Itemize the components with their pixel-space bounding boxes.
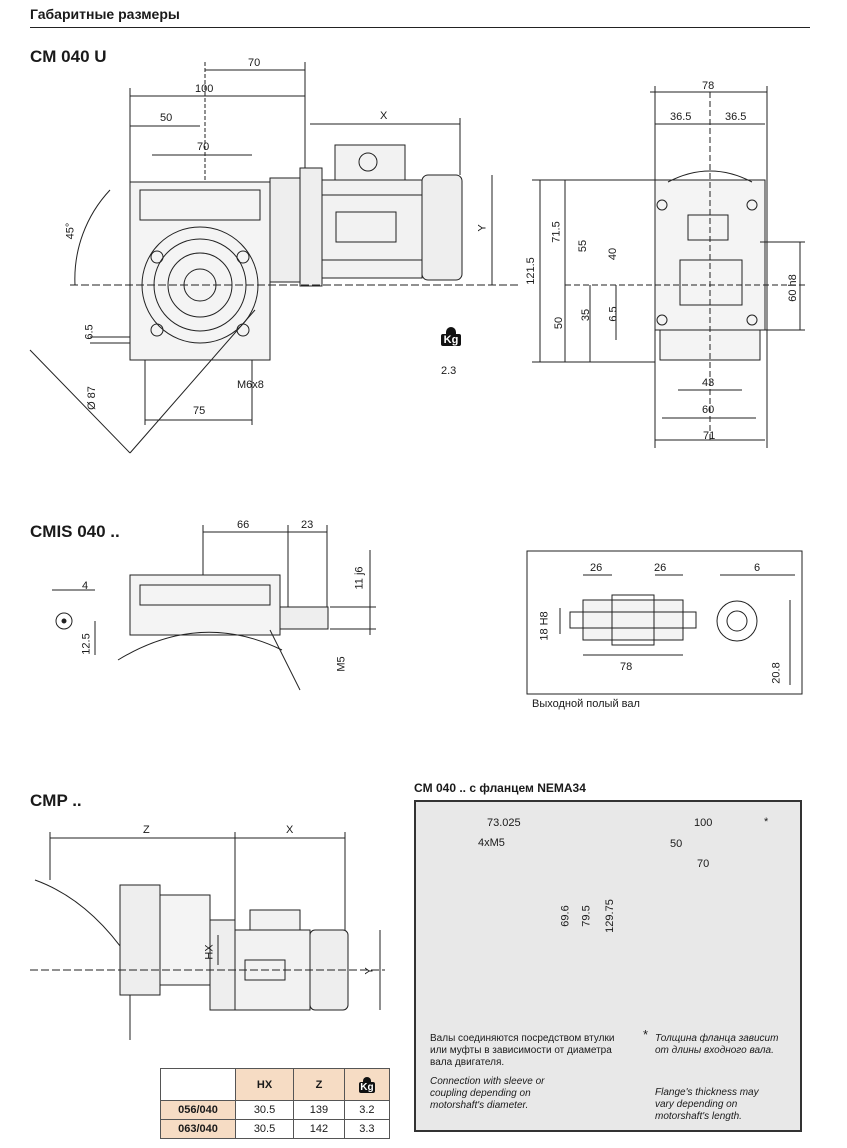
cell-kg: 3.3 xyxy=(343,1119,391,1139)
side-dim-35: 35 xyxy=(580,308,593,322)
note-ru-left: Валы соединяются посредством втулки или … xyxy=(430,1033,615,1068)
shaft-dim-6: 6 xyxy=(754,562,761,574)
side-dim-6-5: 6.5 xyxy=(607,306,620,322)
shaft-dim-18h8: 18 H8 xyxy=(538,611,551,641)
side-dim-60: 60 xyxy=(702,404,715,416)
cmp-dim-hx: HX xyxy=(203,944,216,960)
nema-dim-70: 70 xyxy=(697,858,710,870)
cell-z: 139 xyxy=(293,1100,345,1120)
dim-70-top: 70 xyxy=(248,57,261,69)
cmp-dim-x: X xyxy=(286,824,294,836)
cell-hx: 30.5 xyxy=(234,1119,295,1139)
cmp-dim-z: Z xyxy=(143,824,150,836)
cmis-dim-4: 4 xyxy=(82,580,89,592)
note-en-right: Flange's thickness may vary depending on… xyxy=(655,1087,759,1122)
note-en-left: Connection with sleeve or coupling depen… xyxy=(430,1076,545,1111)
dim-x: X xyxy=(380,110,388,122)
cmis-dim-12-5: 12.5 xyxy=(80,633,93,655)
section-title-cm040u: CM 040 U xyxy=(30,47,107,66)
cell-z: 142 xyxy=(293,1119,345,1139)
table-row: 056/040 30.5 139 3.2 xyxy=(160,1100,391,1120)
cmis-dim-23: 23 xyxy=(301,519,314,531)
dim-y: Y xyxy=(476,224,489,232)
row-label: 056/040 xyxy=(160,1100,236,1120)
nema-dim-79-5: 79.5 xyxy=(580,905,593,927)
side-dim-121-5: 121.5 xyxy=(524,257,537,285)
table-header-kg: Kg xyxy=(343,1068,391,1101)
shaft-dim-26-left: 26 xyxy=(590,562,603,574)
side-dim-40: 40 xyxy=(607,247,620,261)
note-star: * xyxy=(643,1027,649,1042)
section-title-cmp: CMP .. xyxy=(30,791,82,810)
cm040u-gearbox-body xyxy=(129,181,271,361)
cm040u-motor xyxy=(269,144,463,287)
table-header-hx: HX xyxy=(234,1068,295,1101)
side-dim-36-5-left: 36.5 xyxy=(670,111,692,123)
nema-dim-star: * xyxy=(764,816,769,828)
nema-dim-50: 50 xyxy=(670,838,683,850)
row-label: 063/040 xyxy=(160,1119,236,1139)
nema-dim-4xm5: 4xM5 xyxy=(478,837,505,849)
cmp-weight-table: HX Z Kg 056/040 30.5 139 3.2 063/040 30.… xyxy=(160,1068,391,1139)
nema-dim-100: 100 xyxy=(694,817,713,829)
nema-dim-73-025: 73.025 xyxy=(487,817,521,829)
cmp-body xyxy=(34,879,349,1040)
side-dim-55: 55 xyxy=(577,239,590,253)
side-dim-43: 43 xyxy=(702,377,715,389)
shaft-dim-20-8: 20.8 xyxy=(770,662,783,684)
cell-kg: 3.2 xyxy=(343,1100,391,1120)
table-header-z: Z xyxy=(293,1068,345,1101)
dim-50: 50 xyxy=(160,112,173,124)
note-ru-right: Толщина фланца зависит от длины входного… xyxy=(655,1033,779,1056)
kg-label: Kg xyxy=(441,334,461,346)
dim-75: 75 xyxy=(193,405,206,417)
nema-dim-69-6: 69.6 xyxy=(559,905,572,927)
hollow-shaft-drawing xyxy=(569,594,758,646)
cmis040-body xyxy=(55,574,329,691)
cell-hx: 30.5 xyxy=(234,1100,295,1120)
dim-100: 100 xyxy=(195,83,214,95)
shaft-dim-78: 78 xyxy=(620,661,633,673)
table-corner xyxy=(160,1068,236,1101)
weight-value: 2.3 xyxy=(441,365,457,377)
section-title-nema: CM 040 .. с фланцем NEMA34 xyxy=(414,781,586,795)
cmis-dim-66: 66 xyxy=(237,519,250,531)
hollow-shaft-caption: Выходной полый вал xyxy=(532,698,640,710)
side-dim-71: 71 xyxy=(703,430,716,442)
page-title: Габаритные размеры xyxy=(30,6,180,22)
dim-70-mid: 70 xyxy=(197,141,210,153)
side-dim-78: 78 xyxy=(702,80,715,92)
dim-45-deg: 45° xyxy=(64,222,77,240)
nema-dim-129-75: 129.75 xyxy=(603,899,616,933)
side-dim-60h8: 60 h8 xyxy=(786,274,799,302)
shaft-dim-26-right: 26 xyxy=(654,562,667,574)
side-dim-50: 50 xyxy=(553,316,566,330)
side-dim-71-5: 71.5 xyxy=(550,221,563,243)
side-dim-36-5-right: 36.5 xyxy=(725,111,747,123)
cmis-dim-m5: M5 xyxy=(335,656,348,672)
table-row: 063/040 30.5 142 3.3 xyxy=(160,1119,391,1139)
nema-panel xyxy=(414,800,802,1132)
cmp-dim-y: Y xyxy=(363,967,376,975)
header-divider xyxy=(30,27,810,28)
dim-m6x8: M6x8 xyxy=(237,379,264,391)
cmis-dim-11j6: 11 j6 xyxy=(353,566,366,590)
dim-87-dia: Ø 87 xyxy=(85,386,98,410)
weight-icon: Kg xyxy=(441,327,461,346)
dim-6-5: 6.5 xyxy=(83,324,96,340)
section-title-cmis040: CMIS 040 .. xyxy=(30,522,120,541)
